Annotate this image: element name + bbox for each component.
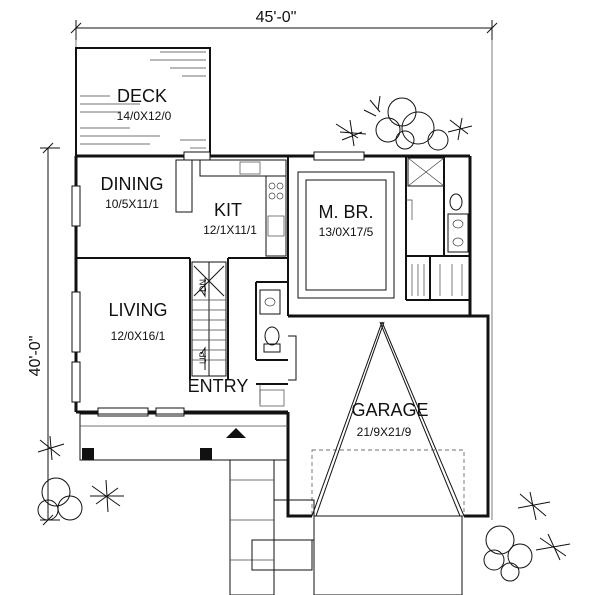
master-bedroom-label: M. BR. (318, 202, 373, 222)
depth-dimension-label: 40'-0" (27, 336, 44, 377)
deck-size: 14/0X12/0 (117, 109, 172, 123)
kitchen-size: 12/1X11/1 (203, 223, 257, 237)
tray-ceiling (297, 171, 395, 299)
deck-label: DECK (117, 86, 167, 106)
master-bedroom-size: 13/0X17/5 (319, 225, 374, 239)
doors (259, 199, 413, 407)
stairs-down-label: DN (198, 279, 208, 292)
garage-size: 21/9X21/9 (357, 425, 412, 439)
tree-top-right (335, 95, 473, 151)
windows (71, 151, 365, 417)
entry-arrow-icon (226, 428, 246, 438)
living-size: 12/0X16/1 (111, 329, 166, 343)
master-bath-fixtures (407, 157, 469, 296)
powder-room-fixtures (259, 289, 281, 353)
tree-bottom-right (483, 491, 571, 582)
dining-size: 10/5X11/1 (105, 197, 159, 211)
depth-dimension (40, 142, 60, 526)
garage-label: GARAGE (351, 400, 428, 420)
stairs (191, 261, 227, 377)
stairs-up-label: UP (198, 351, 208, 364)
dining-label: DINING (101, 174, 164, 194)
driveway (313, 515, 463, 595)
interior-walls (76, 156, 470, 385)
width-dimension-label: 45'-0" (256, 9, 297, 26)
walkway (229, 459, 315, 595)
tree-bottom-left (37, 435, 124, 521)
front-porch (79, 413, 289, 461)
entry-label: ENTRY (188, 376, 249, 396)
kitchen-label: KIT (214, 200, 242, 220)
living-label: LIVING (108, 300, 167, 320)
kitchen-counters (175, 159, 287, 257)
